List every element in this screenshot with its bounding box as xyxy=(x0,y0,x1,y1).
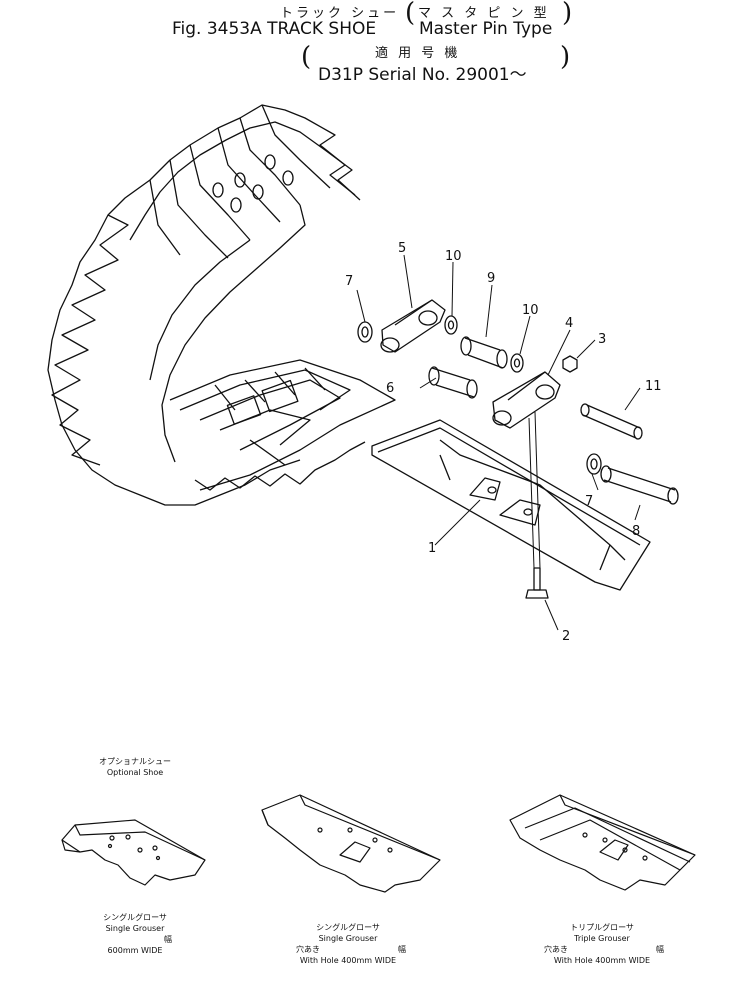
caption-shoe-3-hole-jp: 穴あき xyxy=(544,945,568,954)
shoe-single-grouser-hole-illustration xyxy=(261,794,441,893)
optional-shoes-drawing xyxy=(61,794,696,893)
exploded-view: 7 5 10 9 10 4 3 6 11 7 8 1 2 xyxy=(47,104,679,644)
caption-shoe-3-hole-row: 穴あき 幅 xyxy=(522,944,682,955)
part-7-seal-upper xyxy=(357,321,373,343)
callout-5: 5 xyxy=(398,241,406,256)
part-4-link xyxy=(492,371,561,429)
callout-10-lower: 10 xyxy=(522,303,539,318)
leader-lines xyxy=(356,254,641,631)
part-3-nut xyxy=(562,355,578,373)
part-2-bolt xyxy=(525,567,549,599)
caption-shoe-2-jp: シングルグローサ xyxy=(316,923,380,932)
optional-shoe-jp: オプショナルシュー xyxy=(99,757,171,766)
callout-11: 11 xyxy=(645,379,662,394)
optional-shoe-heading: オプショナルシュー Optional Shoe xyxy=(90,756,180,778)
caption-shoe-1-width-en: 600mm WIDE xyxy=(107,946,163,955)
paren-open-1: ( xyxy=(405,0,416,28)
paren-open-2: ( xyxy=(301,42,312,72)
caption-shoe-2-width-jp: 幅 xyxy=(398,945,406,954)
paren-close-1: ) xyxy=(562,0,573,28)
paren-close-2: ) xyxy=(560,42,571,72)
callout-7-lower: 7 xyxy=(585,494,593,509)
optional-shoe-en: Optional Shoe xyxy=(106,768,164,777)
callout-9: 9 xyxy=(487,271,495,286)
caption-shoe-3-jp: トリプルグローサ xyxy=(570,923,634,932)
part-8-pin xyxy=(600,465,679,505)
caption-shoe-1-width-jp: 幅 xyxy=(164,935,172,944)
part-10-washer-lower xyxy=(510,353,524,373)
callout-2: 2 xyxy=(562,629,570,644)
title-jp: トラック シュー xyxy=(280,6,400,21)
callout-4: 4 xyxy=(565,316,573,331)
part-9-bushing xyxy=(460,336,508,369)
type-jp: マ ス タ ピ ン 型 xyxy=(418,6,550,21)
type-en: Master Pin Type xyxy=(419,19,553,39)
caption-shoe-3-width-jp: 幅 xyxy=(656,945,664,954)
caption-shoe-2: シングルグローサ Single Grouser 穴あき 幅 With Hole … xyxy=(268,922,428,966)
shoe-triple-grouser-illustration xyxy=(509,794,696,891)
caption-shoe-2-hole-jp: 穴あき xyxy=(296,945,320,954)
caption-shoe-3-en: Triple Grouser xyxy=(574,934,630,943)
caption-shoe-2-hole-row: 穴あき 幅 xyxy=(268,944,428,955)
caption-shoe-2-en: Single Grouser xyxy=(318,934,378,943)
callout-10-upper: 10 xyxy=(445,249,462,264)
callout-6: 6 xyxy=(386,381,394,396)
caption-shoe-1-jp: シングルグローサ xyxy=(103,913,167,922)
caption-shoe-3: トリプルグローサ Triple Grouser 穴あき 幅 With Hole … xyxy=(522,922,682,966)
part-1-track-shoe xyxy=(371,419,651,591)
caption-shoe-2-width-en: With Hole 400mm WIDE xyxy=(299,956,397,965)
part-6-bushing xyxy=(428,366,478,399)
callout-3: 3 xyxy=(598,332,606,347)
caption-shoe-3-width-en: With Hole 400mm WIDE xyxy=(553,956,651,965)
part-5-link xyxy=(380,299,446,353)
serial-number: D31P Serial No. 29001～ xyxy=(318,65,527,85)
part-7-seal-lower xyxy=(586,453,602,475)
fig-title: Fig. 3453A TRACK SHOE xyxy=(172,19,377,39)
caption-shoe-1-en: Single Grouser xyxy=(105,924,165,933)
callout-8: 8 xyxy=(632,524,640,539)
track-chain-illustration xyxy=(47,104,396,506)
shoe-single-grouser-illustration xyxy=(61,819,206,886)
callout-1: 1 xyxy=(428,541,436,556)
applicable-jp: 適 用 号 機 xyxy=(375,46,461,61)
caption-shoe-1: シングルグローサ Single Grouser 幅 600mm WIDE xyxy=(80,912,190,956)
part-10-washer-upper xyxy=(444,315,458,335)
part-11-master-pin xyxy=(580,403,643,440)
callout-7-upper: 7 xyxy=(345,274,353,289)
